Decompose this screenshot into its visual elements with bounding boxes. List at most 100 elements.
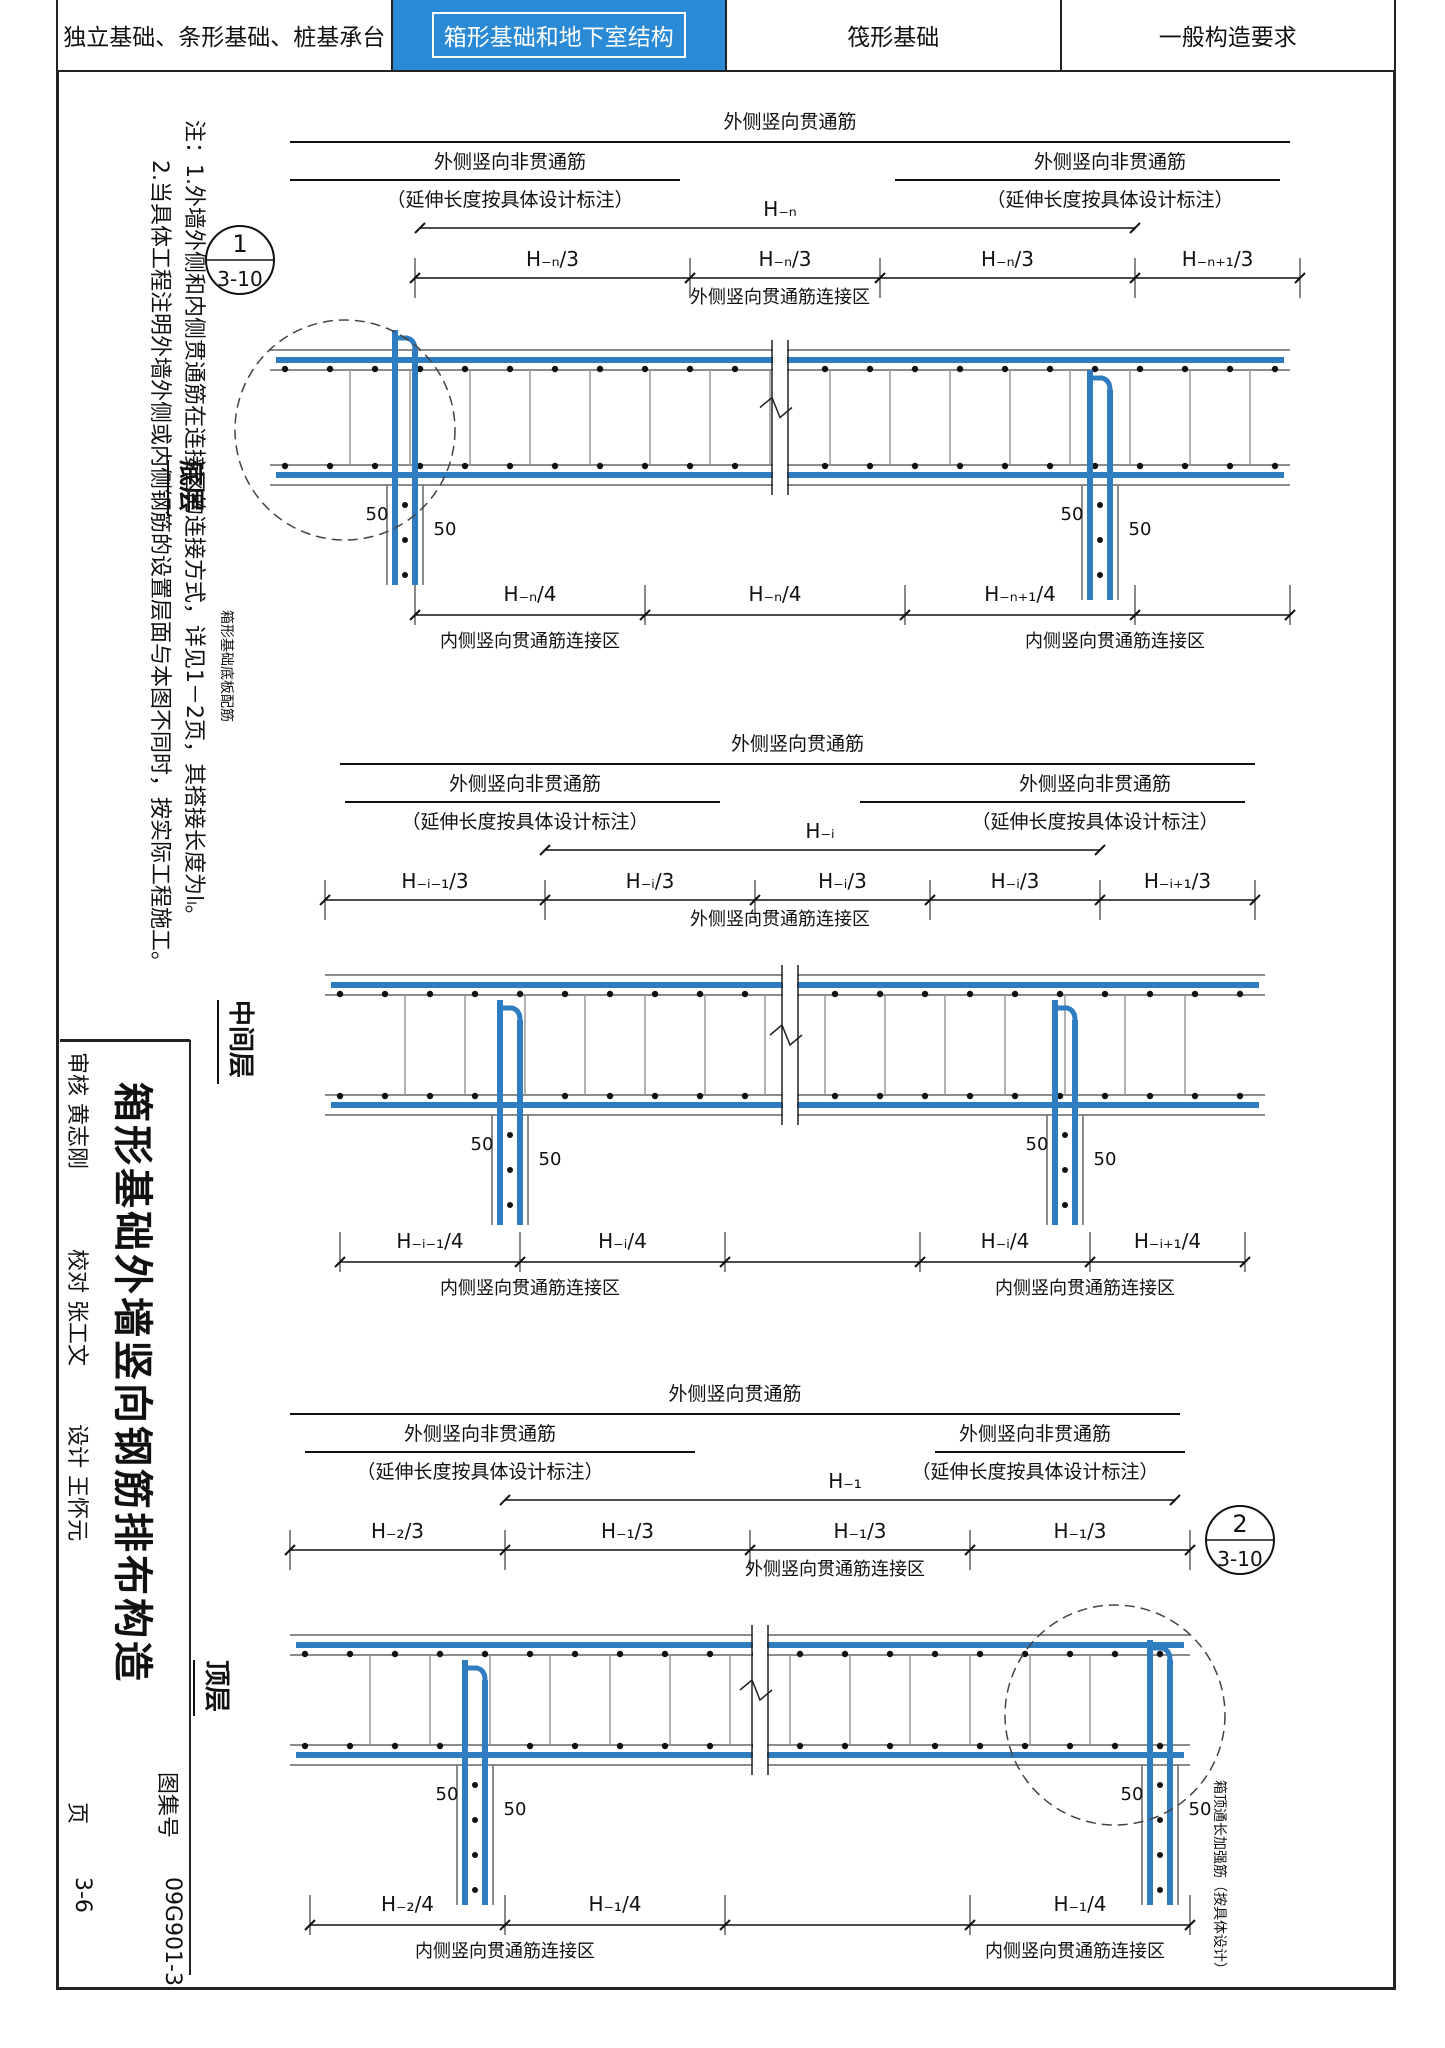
rebar-dot [1191,990,1199,998]
rebar-dot [461,462,469,470]
callout-number: 1 [232,230,247,258]
rebar-dot [706,1742,714,1750]
dim-50: 50 [1094,1149,1117,1170]
rebar-dot [1097,572,1103,578]
rebar-hook [500,1005,523,1021]
rebar-dot [1001,365,1009,373]
rebar-dot [402,502,408,508]
dim-50: 50 [471,1134,494,1155]
rebar-dot [931,1650,939,1658]
top-dim-label: H₋₂/3 [371,1519,424,1543]
rebar-dot [336,1092,344,1100]
top-dim-label: H₋₁/3 [601,1519,654,1543]
rebar-dot [1111,1742,1119,1750]
dim-50: 50 [1189,1799,1212,1820]
rebar-dot [326,462,334,470]
dim-tick [499,1494,511,1506]
bottom-dim-label: H₋ₙ/4 [748,582,801,606]
rebar-dot [741,1092,749,1100]
rebar-dot [1271,365,1279,373]
dim-50: 50 [434,519,457,540]
level-label: 中间层 [225,1000,255,1078]
rebar-dot [301,1742,309,1750]
span-label: H₋ₙ [763,197,797,221]
rebar-dot [426,990,434,998]
rebar-dot [966,1092,974,1100]
rebar-dot [526,1650,534,1658]
rebar-dot [886,1650,894,1658]
rebar-dot [686,462,694,470]
top-dim-label: H₋₁/3 [833,1519,886,1543]
dim-50: 50 [436,1784,459,1805]
extend-note: （延伸长度按具体设计标注） [386,189,633,211]
rebar-dot [731,462,739,470]
rebar-dot [616,1650,624,1658]
rebar-dot [921,990,929,998]
rebar-dot [1226,365,1234,373]
rebar-dot [1001,462,1009,470]
rebar-dot [686,365,694,373]
outer-non-through-label: 外侧竖向非贯通筋 [449,773,601,795]
tab-box-foundation-label: 箱形基础和地下室结构 [431,12,686,58]
rebar-dot [596,365,604,373]
rebar-dot [1021,1650,1029,1658]
rebar-dot [1157,1852,1163,1858]
rebar-dot [606,1092,614,1100]
rebar-dot [571,1650,579,1658]
rebar-dot [426,1092,434,1100]
dim-50: 50 [1121,1784,1144,1805]
rebar-dot [1156,1650,1164,1658]
inner-zone-label: 内侧竖向贯通筋连接区 [1025,631,1205,652]
rebar-dot [402,572,408,578]
bottom-dim-label: H₋₂/4 [381,1892,434,1916]
tab-raft-foundation[interactable]: 筏形基础 [727,0,1062,70]
dim-50: 50 [1129,519,1152,540]
rebar-dot [402,537,408,543]
rebar-dot [346,1650,354,1658]
dim-50: 50 [1026,1134,1049,1155]
rebar-dot [1091,462,1099,470]
outer-zone-label: 外侧竖向贯通筋连接区 [690,909,870,930]
rebar-dot [796,1650,804,1658]
outer-through-label: 外侧竖向贯通筋 [731,733,864,755]
rebar-dot [911,365,919,373]
inner-zone-label: 内侧竖向贯通筋连接区 [440,1278,620,1299]
rebar-dot [461,365,469,373]
rebar-dot [841,1650,849,1658]
rebar-dot [281,462,289,470]
dim-tick [1169,1494,1181,1506]
detail-circle [1004,1604,1226,1826]
rebar-dot [571,1742,579,1750]
rebar-dot [506,365,514,373]
rebar-hook [395,335,418,351]
dim-50: 50 [539,1149,562,1170]
rebar-dot [866,365,874,373]
tab-isolated-foundation[interactable]: 独立基础、条形基础、桩基承台 [56,0,393,70]
rebar-dot [1097,502,1103,508]
rebar-dot [966,990,974,998]
side-note: 箱形基础底板配筋 [218,610,235,722]
rebar-dot [281,365,289,373]
rebar-dot [876,990,884,998]
rebar-dot [1236,1092,1244,1100]
rebar-dot [831,1092,839,1100]
top-dim-label: H₋ᵢ/3 [818,869,867,893]
dim-tick [1129,222,1141,234]
side-note: 箱顶通长加强筋（按具体设计） [1211,1780,1228,1976]
rebar-dot [1046,462,1054,470]
rebar-hook [1090,375,1113,391]
rebar-dot [1136,462,1144,470]
rebar-dot [371,462,379,470]
rebar-dot [561,990,569,998]
rebar-dot [1011,1092,1019,1100]
outer-through-label: 外侧竖向贯通筋 [723,111,856,133]
rebar-dot [661,1650,669,1658]
outer-non-through-label: 外侧竖向非贯通筋 [434,151,586,173]
rebar-hook [465,1665,488,1681]
rebar-dot [472,1817,478,1823]
extend-note: （延伸长度按具体设计标注） [356,1461,603,1483]
tab-box-foundation[interactable]: 箱形基础和地下室结构 [392,0,727,70]
tab-general-requirements[interactable]: 一般构造要求 [1062,0,1396,70]
rebar-dot [1181,365,1189,373]
detail-circle [234,319,456,541]
